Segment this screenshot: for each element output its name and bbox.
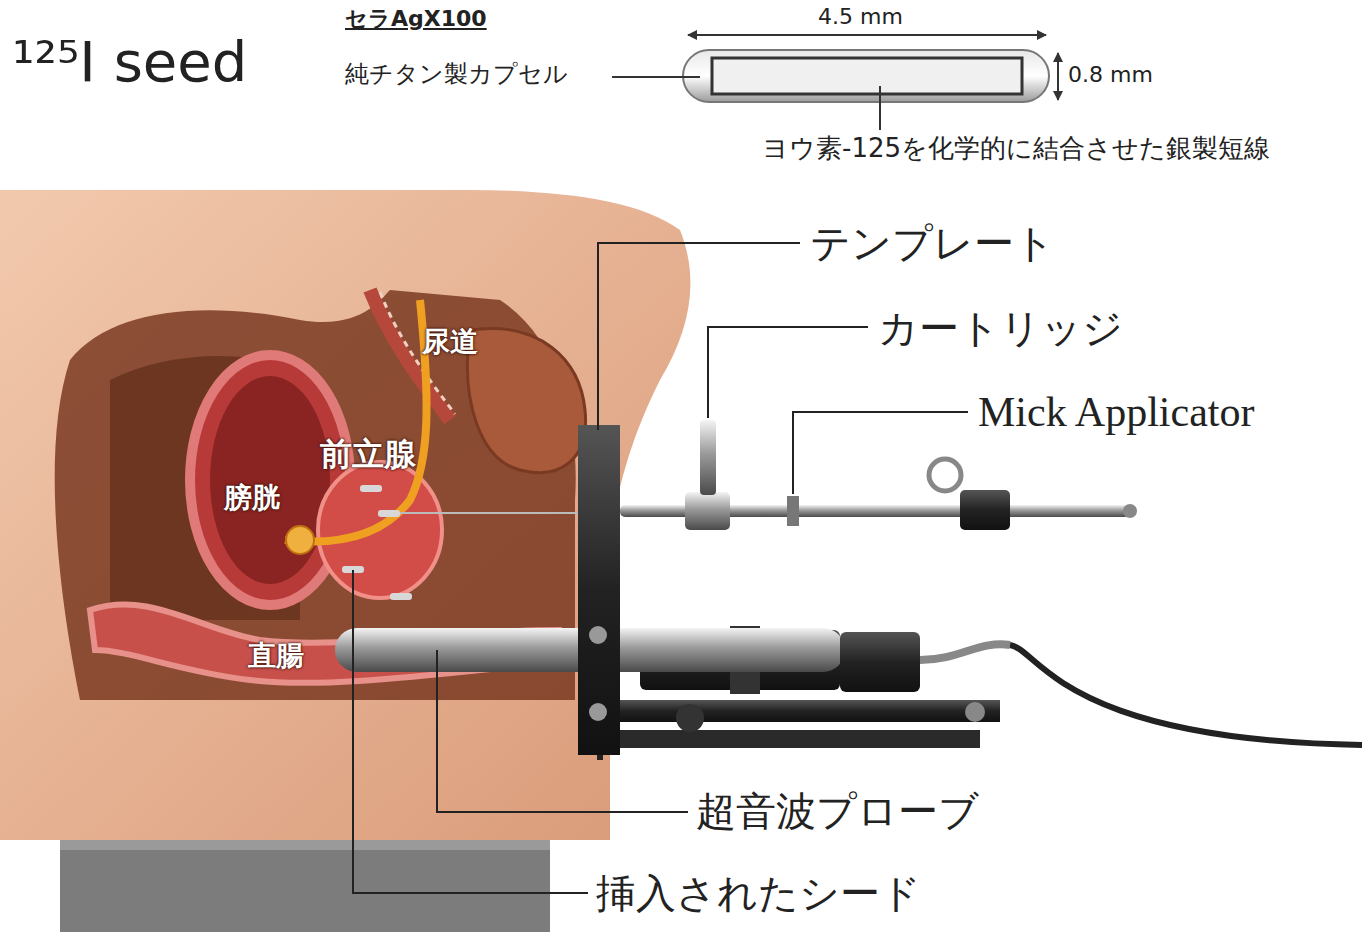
- organ-label: 膀胱: [224, 482, 280, 514]
- length-dimension: 4.5 mm: [818, 4, 903, 29]
- seed-insert-label: 挿入されたシード: [596, 870, 921, 916]
- applicator-label: Mick Applicator: [978, 388, 1254, 436]
- capsule-label: 純チタン製カプセル: [345, 61, 568, 89]
- cartridge-label: カートリッジ: [878, 305, 1123, 351]
- seed-title: ¹²⁵I seed: [12, 30, 247, 94]
- organ-label: 直腸: [248, 640, 304, 672]
- diameter-dimension: 0.8 mm: [1068, 62, 1153, 87]
- product-name: セラAgX100: [345, 6, 487, 31]
- wire-label: ヨウ素-125を化学的に結合させた銀製短線: [762, 134, 1270, 164]
- organ-label: 前立腺: [320, 436, 416, 473]
- probe-label: 超音波プローブ: [696, 788, 979, 834]
- template-label: テンプレート: [810, 220, 1055, 266]
- organ-label: 尿道: [422, 326, 478, 358]
